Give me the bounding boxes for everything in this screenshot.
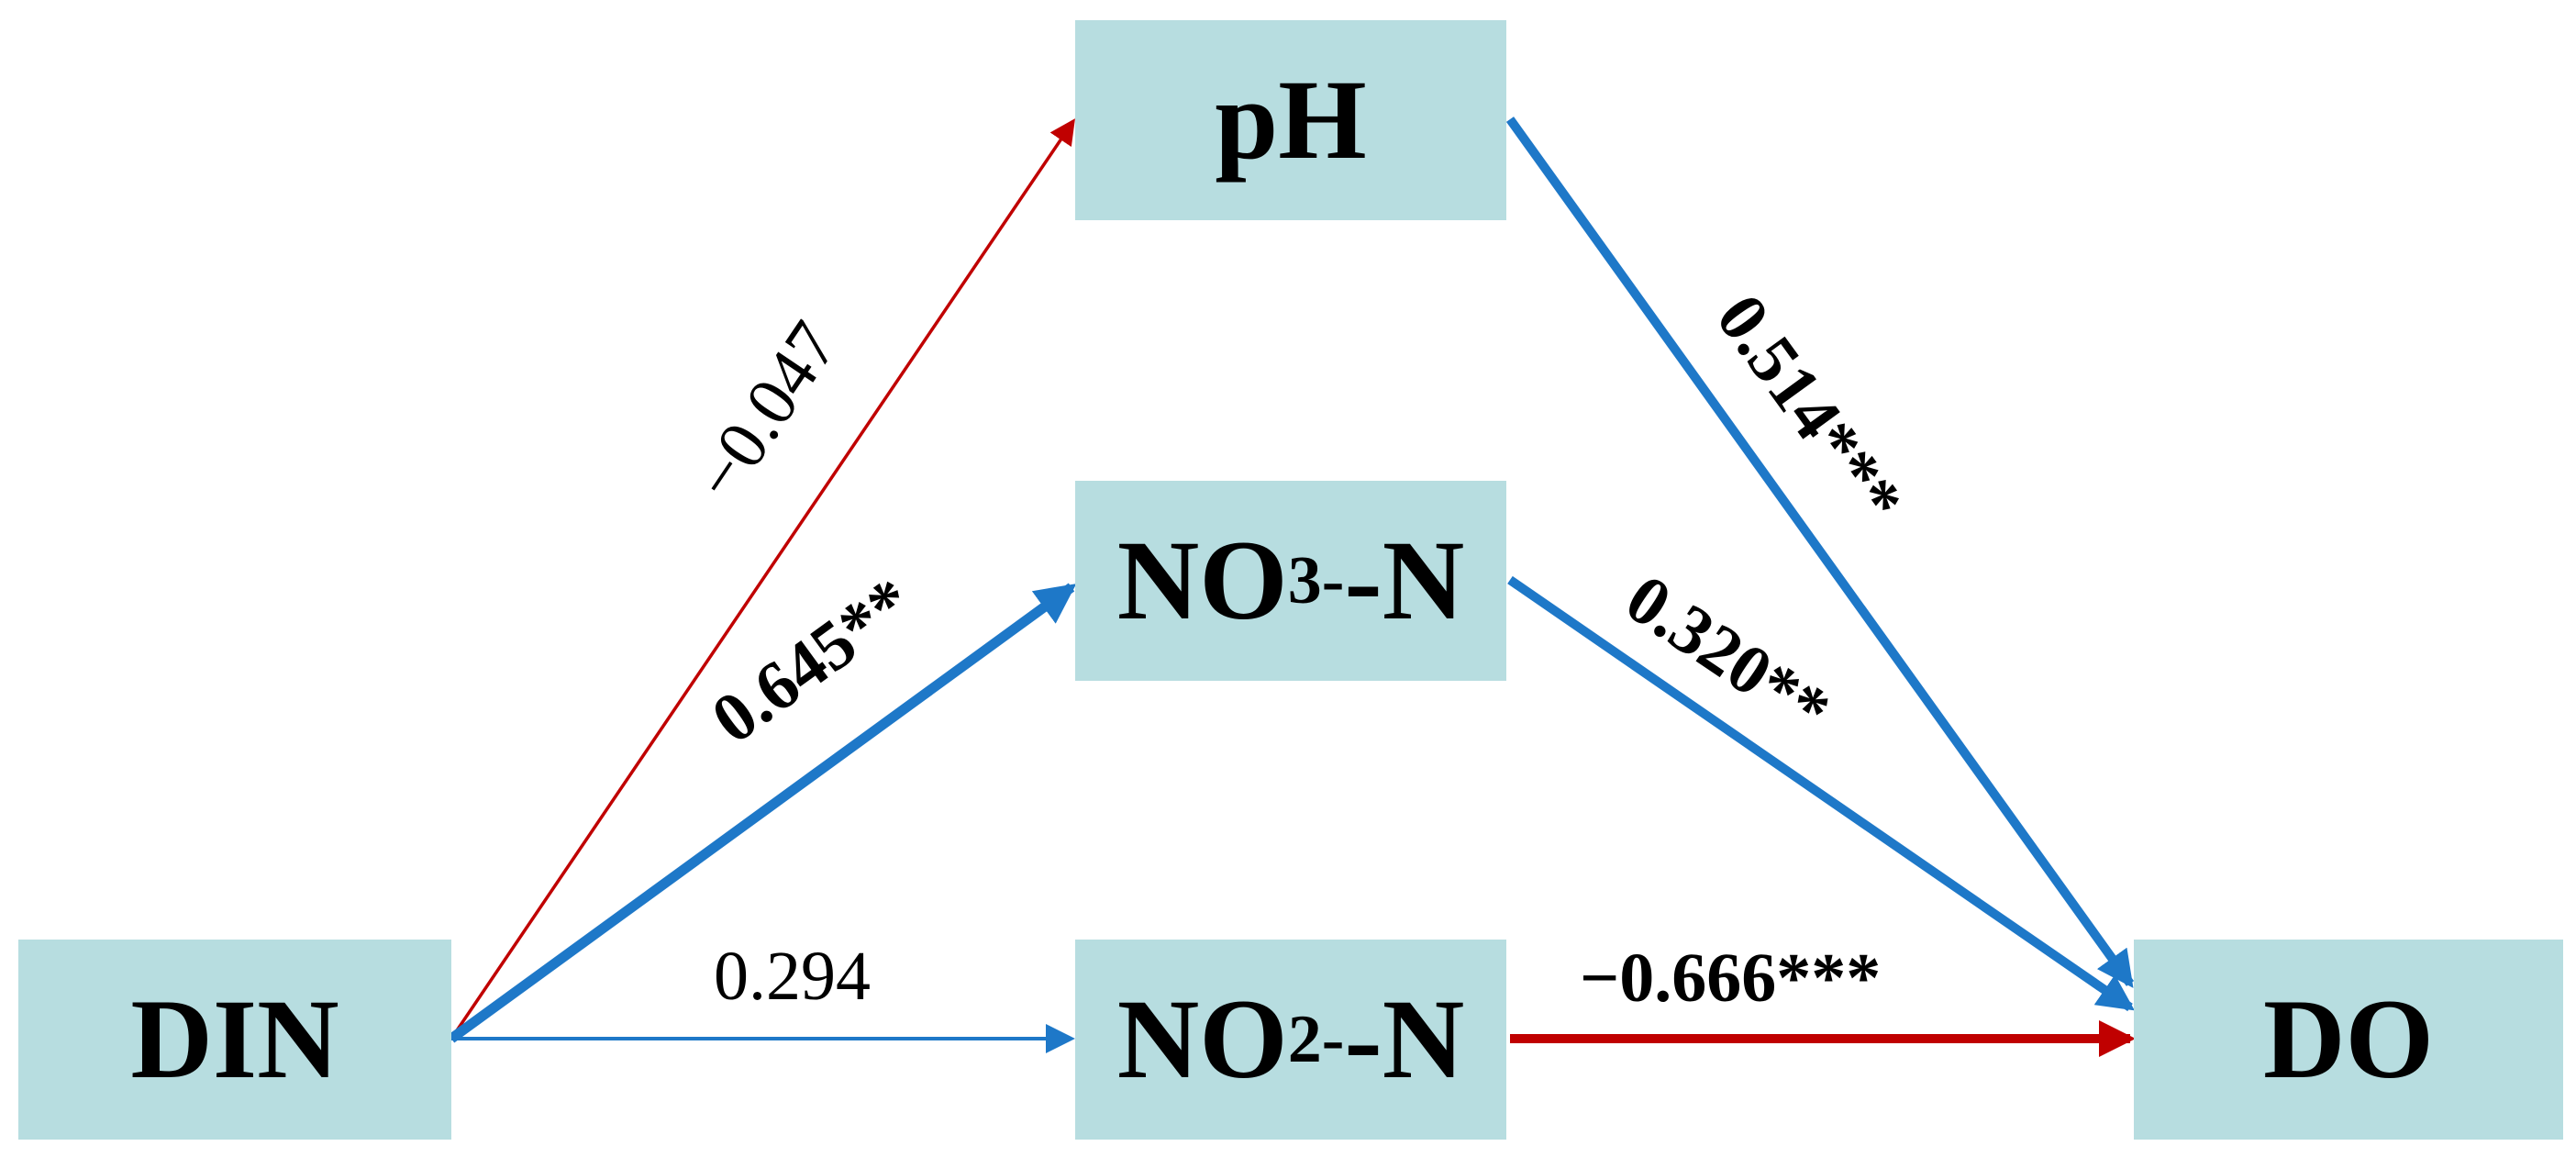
node-no2-base: NO: [1116, 976, 1288, 1102]
node-do-label: DO: [2263, 976, 2434, 1102]
arrow-din-no3: [448, 583, 1077, 1043]
edge-label-no2-do: −0.666***: [1580, 940, 1882, 1017]
node-din-label: DIN: [130, 976, 339, 1102]
arrow-ph-do: [1505, 117, 2135, 988]
edge-label-din-no2: 0.294: [714, 938, 871, 1015]
node-no2-superscript: -: [1321, 1002, 1345, 1077]
node-ph-label: pH: [1215, 57, 1367, 183]
node-do: DO: [2134, 940, 2563, 1140]
arrow-din-ph: [450, 118, 1075, 1040]
node-no2-suffix: -N: [1344, 976, 1465, 1102]
node-no3-suffix: -N: [1344, 517, 1465, 643]
node-no3-superscript: -: [1321, 543, 1345, 618]
node-no3-subscript: 3: [1287, 543, 1322, 618]
node-no3-base: NO: [1116, 517, 1288, 643]
node-ph: pH: [1075, 20, 1506, 220]
arrow-no3-do: [1507, 575, 2135, 1012]
node-no2-subscript: 2: [1287, 1002, 1322, 1077]
node-din: DIN: [18, 940, 451, 1140]
